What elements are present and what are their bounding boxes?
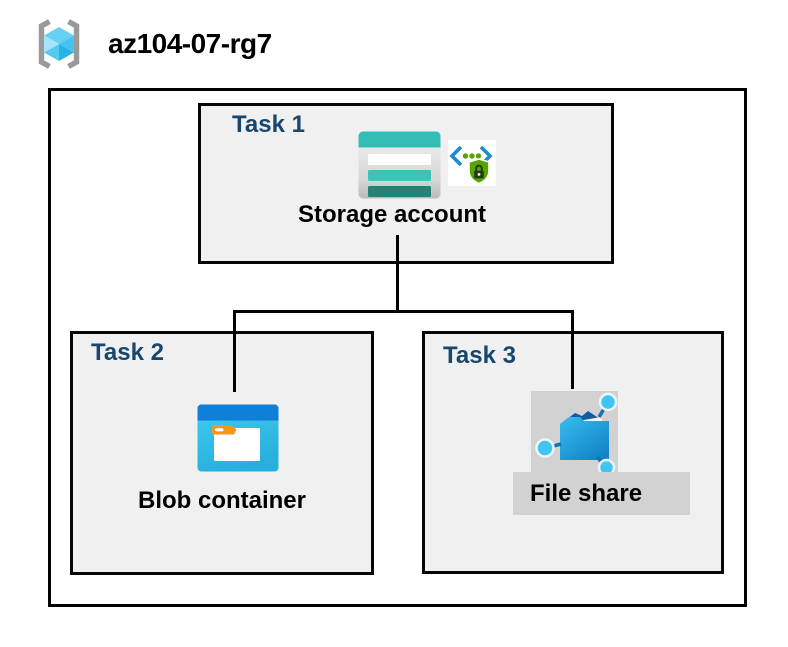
connector-branch-horizontal	[233, 310, 574, 313]
task1-label: Task 1	[232, 111, 305, 138]
task3-label: Task 3	[443, 342, 516, 369]
task3-box: Task 3 File shar	[422, 331, 724, 574]
resource-group-name: az104-07-rg7	[108, 28, 272, 59]
file-share-highlight	[531, 391, 618, 474]
file-share-label: File share	[530, 480, 643, 507]
file-share-icon	[535, 392, 618, 474]
connector-branch-to-fileshare	[571, 310, 574, 389]
storage-account-label: Storage account	[297, 201, 487, 228]
blob-container-label: Blob container	[137, 487, 306, 514]
task2-label: Task 2	[91, 339, 164, 366]
task1-box: Task 1	[198, 103, 614, 264]
file-share-label-band: File share	[513, 472, 690, 515]
task2-box: Task 2 Blob container	[70, 331, 374, 575]
connector-branch-to-blob	[233, 310, 236, 392]
secure-endpoint-icon	[448, 140, 496, 186]
resource-group-icon	[38, 19, 80, 69]
blob-container-icon	[197, 404, 279, 472]
storage-account-icon	[358, 131, 441, 199]
connector-storage-to-branch	[396, 235, 399, 313]
